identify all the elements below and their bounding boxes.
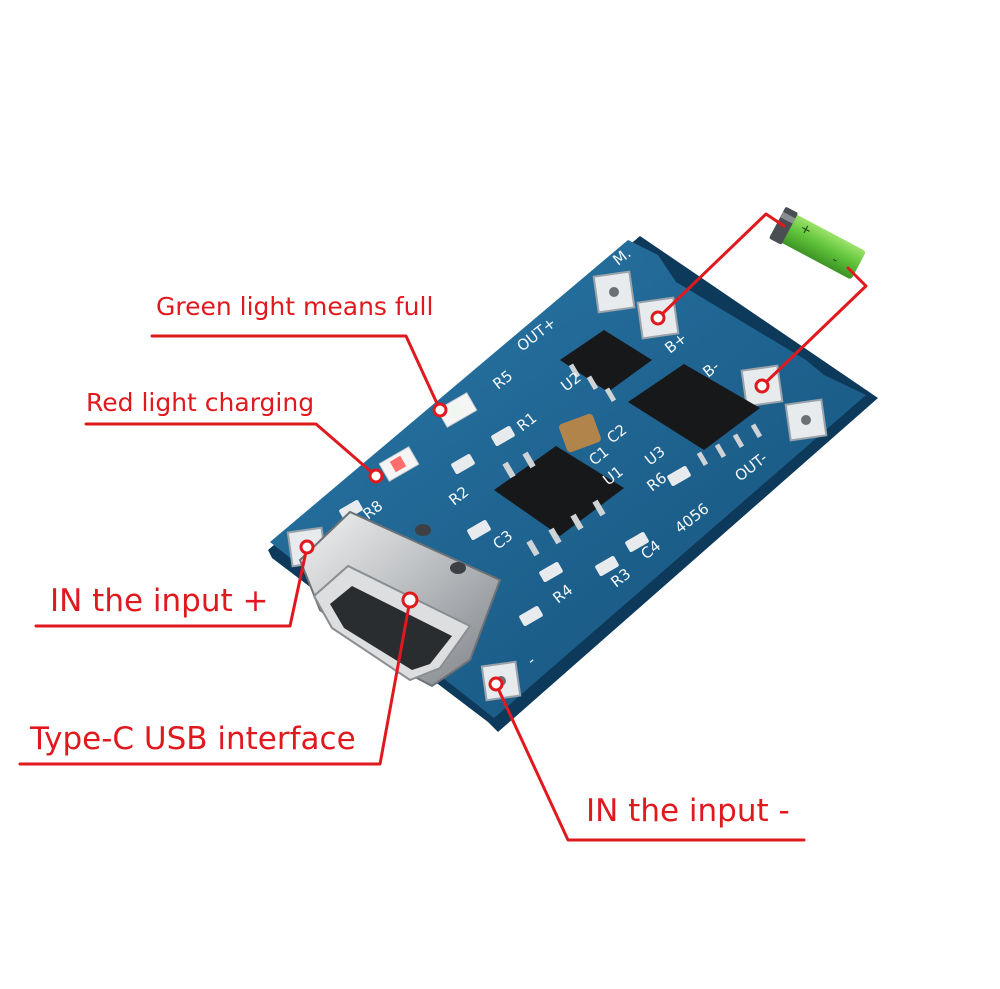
chip-u3 (628, 364, 763, 467)
callout-green-light: Green light means full (156, 292, 434, 321)
line-usb (18, 598, 412, 766)
line-input-plus (34, 545, 309, 628)
callout-lines (18, 212, 868, 842)
callout-usb: Type-C USB interface (30, 721, 356, 757)
line-green-light (150, 334, 442, 412)
callout-input-plus: IN the input + (50, 583, 269, 619)
callout-red-light: Red light charging (86, 388, 315, 417)
type-c-connector (298, 510, 502, 688)
svg-text:-: - (829, 253, 840, 269)
callout-dots (299, 310, 770, 692)
small-components (339, 426, 691, 626)
chip-u2 (560, 330, 652, 403)
line-battery-plus (656, 212, 786, 320)
line-input-minus (494, 682, 806, 842)
line-red-light (84, 422, 378, 478)
line-battery-minus (760, 266, 868, 388)
callout-input-minus: IN the input - (586, 793, 790, 829)
capacitor (559, 413, 601, 453)
chip-u1 (494, 446, 624, 557)
